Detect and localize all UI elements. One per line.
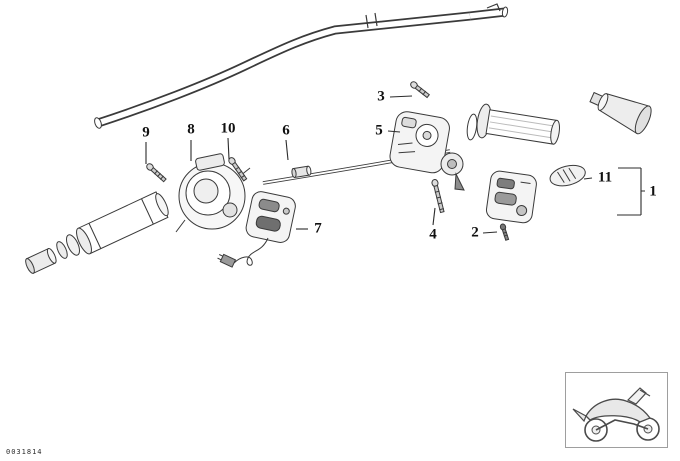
screw-2 — [499, 223, 510, 241]
bar-end-weight — [589, 91, 652, 135]
rubber-cover — [549, 164, 586, 187]
screw-9 — [146, 163, 167, 183]
callout-leaders — [145, 95, 645, 234]
plate-code: 0031814 — [6, 448, 43, 456]
callout-5[interactable]: 5 — [375, 122, 383, 139]
screw-10 — [228, 157, 248, 182]
callout-9[interactable]: 9 — [142, 124, 150, 141]
callout-11[interactable]: 11 — [597, 169, 613, 186]
group-1-bracket — [617, 167, 645, 216]
callout-3[interactable]: 3 — [377, 88, 385, 105]
grip-washer — [56, 241, 68, 259]
grip-end-cap — [25, 247, 57, 274]
choke-lever — [454, 172, 465, 191]
screw-3 — [410, 81, 430, 99]
throttle-grip — [466, 103, 560, 145]
motorcycle-thumbnail[interactable] — [565, 372, 668, 448]
left-grip — [25, 191, 169, 274]
switch-unit-right — [485, 170, 537, 224]
callout-2[interactable]: 2 — [471, 224, 479, 241]
callout-1[interactable]: 1 — [649, 183, 657, 200]
callout-7[interactable]: 7 — [314, 220, 322, 237]
switch-wire — [233, 237, 269, 266]
left-switch-housing — [175, 153, 251, 233]
switch-unit-left — [217, 191, 296, 268]
wire-connector — [217, 253, 237, 268]
callout-8[interactable]: 8 — [187, 121, 195, 138]
grip-rubber — [76, 191, 169, 255]
callout-10[interactable]: 10 — [220, 120, 236, 137]
screw-4 — [431, 179, 445, 214]
callout-6[interactable]: 6 — [282, 122, 290, 139]
motorcycle-icon — [572, 387, 660, 442]
right-switch-housing — [389, 111, 465, 191]
handlebar — [94, 3, 509, 129]
cable-adjuster — [291, 165, 312, 179]
callout-4[interactable]: 4 — [429, 226, 437, 243]
grip-washer — [66, 234, 80, 256]
